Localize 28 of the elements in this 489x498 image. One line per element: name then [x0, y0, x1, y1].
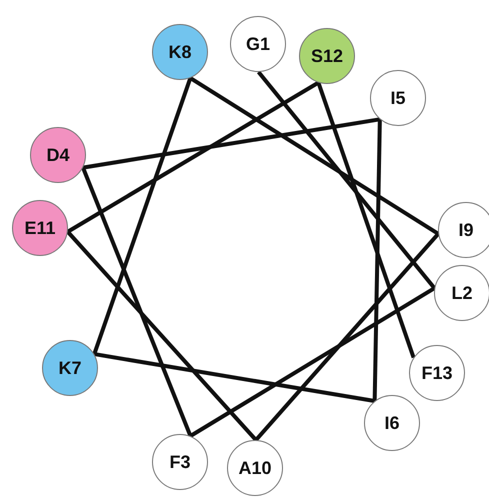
connector-line [81, 166, 192, 437]
residue-label: F13 [421, 362, 453, 384]
residue-label: I5 [390, 88, 406, 108]
residue-label: K8 [168, 42, 192, 62]
connector-line [66, 230, 258, 442]
connector-line [82, 117, 380, 170]
residue-label: I6 [384, 412, 400, 434]
connector-line [189, 286, 436, 438]
connector-line [94, 352, 375, 403]
residue-label: G1 [246, 34, 270, 54]
connector-line [189, 76, 440, 236]
connector-line [372, 119, 382, 402]
connector-line [254, 232, 440, 442]
residue-label: A10 [238, 458, 272, 478]
residue-label: E11 [24, 218, 56, 238]
residue-circle [409, 345, 465, 401]
residue-circle [364, 395, 420, 451]
residue-circle [438, 202, 489, 258]
connector-line [92, 77, 192, 355]
residue-label: I9 [458, 220, 474, 240]
connector-line [316, 82, 416, 358]
residue-label: K7 [58, 358, 82, 378]
connector-line [66, 80, 320, 234]
residue-label: D4 [46, 144, 70, 166]
connector-line [256, 70, 436, 290]
residue-label: F3 [169, 452, 190, 472]
residue-label: L2 [451, 282, 472, 304]
residue-label: S12 [310, 46, 344, 66]
